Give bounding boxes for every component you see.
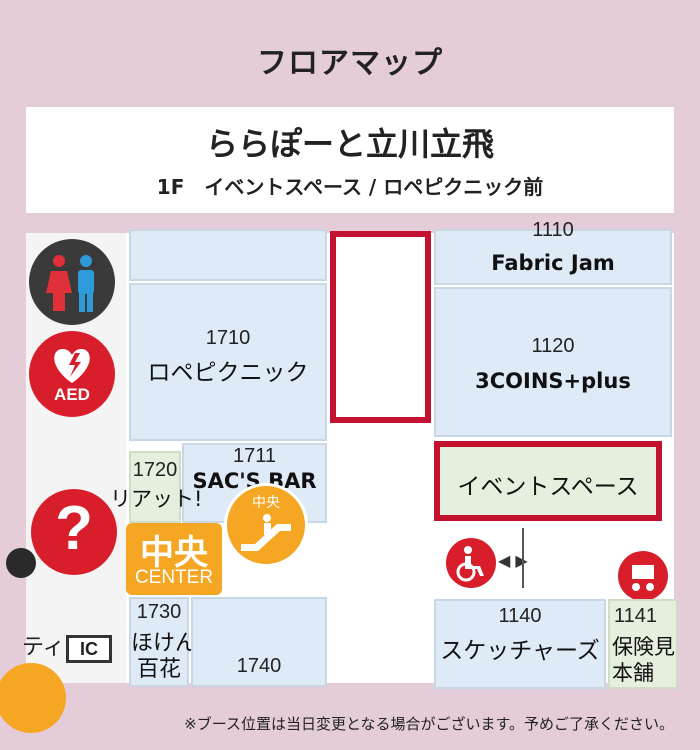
event-location: 1F イベントスペース / ロペピクニック前	[156, 175, 544, 199]
escalator-label: 中央	[252, 495, 280, 511]
booth-fabric-jam: 1110 Fabric Jam	[434, 219, 672, 285]
booth-number: 1110	[532, 219, 574, 241]
event-space-label: イベントスペース	[457, 474, 639, 500]
information-icon: ?	[31, 489, 117, 575]
booth-1720-name: リアット!	[110, 487, 203, 511]
page-title: フロアマップ	[257, 46, 443, 81]
booth-number: 1120	[531, 335, 575, 357]
partial-shop-name: ティ	[22, 635, 65, 660]
ic-card-sign: IC	[66, 635, 112, 663]
booth-name: スケッチャーズ	[440, 638, 600, 664]
booth-1711: 1711 SAC'S BAR	[182, 443, 327, 523]
booth-number: 1140	[498, 605, 542, 627]
booth-name: ロペピクニック	[147, 360, 309, 386]
center-sign: 中央 CENTER	[126, 523, 222, 595]
escalator-icon: 中央	[224, 483, 308, 567]
aed-icon: AED	[29, 331, 115, 417]
booth-number: 1711	[232, 445, 276, 467]
booth-1710: 1710 ロペピクニック	[129, 283, 327, 441]
walkway-marker	[330, 231, 431, 423]
booth-number: 1710	[205, 327, 251, 349]
booth-name: 3COINS+plus	[475, 369, 631, 393]
booth-number: 1141	[614, 605, 658, 627]
floor-map: AED ? 1710 ロペピクニック 1711 SAC'S BAR 1720 リ…	[0, 219, 678, 733]
booth-name-line2: 本舗	[612, 661, 654, 685]
disclaimer-note: ※ブース位置は当日変更となる場合がございます。予めご了承ください。	[184, 715, 674, 733]
booth-1740: 1740	[191, 597, 327, 687]
restroom-icon	[29, 239, 115, 325]
event-space-marker: イベントスペース	[434, 441, 662, 521]
center-label-ja: 中央	[140, 533, 208, 573]
direction-arrows: ◀ ▶	[498, 551, 528, 570]
booth-number: 1740	[236, 655, 282, 677]
venue-name: ららぽーと立川立飛	[205, 125, 494, 163]
partial-dark-icon	[6, 548, 36, 578]
booth-name-line1: 保険見	[612, 635, 675, 659]
divider-line	[522, 528, 524, 588]
booth-name-line1: ほけん	[131, 631, 198, 656]
venue-card: ららぽーと立川立飛 1F イベントスペース / ロペピクニック前	[26, 107, 674, 213]
booth-name-line2: 百花	[136, 657, 181, 682]
booth-number: 1730	[136, 601, 182, 623]
booth-1141: 1141 保険見 本舗	[608, 599, 678, 689]
booth-1140: 1140 スケッチャーズ	[434, 599, 606, 689]
stroller-icon	[618, 551, 668, 601]
aed-label: AED	[54, 385, 90, 404]
booth-1720: 1720	[129, 451, 181, 523]
information-glyph: ?	[55, 494, 93, 563]
booth-1120: 1120 3COINS+plus	[434, 287, 672, 437]
booth-top-left	[129, 229, 327, 281]
booth-name: Fabric Jam	[491, 251, 615, 275]
booth-1730: 1730 ほけん 百花	[129, 597, 198, 687]
center-label-en: CENTER	[134, 567, 214, 588]
partial-orange-icon	[0, 663, 66, 733]
booth-number: 1720	[132, 459, 178, 481]
wheelchair-icon	[446, 538, 496, 588]
